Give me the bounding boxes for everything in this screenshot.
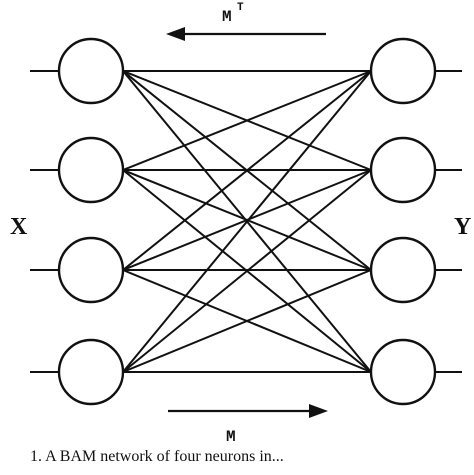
input-output-stubs [30,70,462,373]
transpose-matrix-label: M [222,8,232,26]
connection-4-1 [122,70,372,373]
y-layer-label: Y [454,214,471,240]
x-neuron-3 [57,236,125,304]
x-neuron-4 [57,338,125,406]
caption-prefix: 1. [30,448,42,465]
forward-arrow [168,404,328,418]
neurons-group [57,37,437,406]
y-neuron-1 [369,37,437,105]
figure-caption: 1. A BAM network of four neurons in... [30,448,470,466]
forward-matrix-label: M [226,428,236,446]
y-neuron-4 [369,338,437,406]
transpose-superscript: T [237,2,244,14]
transpose-arrow [166,27,326,41]
y-neuron-3 [369,236,437,304]
connection-4-2 [122,169,372,373]
x-neuron-2 [57,136,125,204]
x-neuron-1 [57,37,125,105]
y-neuron-2 [369,136,437,204]
connections-group [122,70,372,373]
caption-text: A BAM network of four neurons in... [45,448,284,465]
x-layer-label: X [10,214,28,240]
connection-2-1 [122,70,372,171]
connection-3-1 [122,70,372,271]
connection-4-3 [122,269,372,373]
